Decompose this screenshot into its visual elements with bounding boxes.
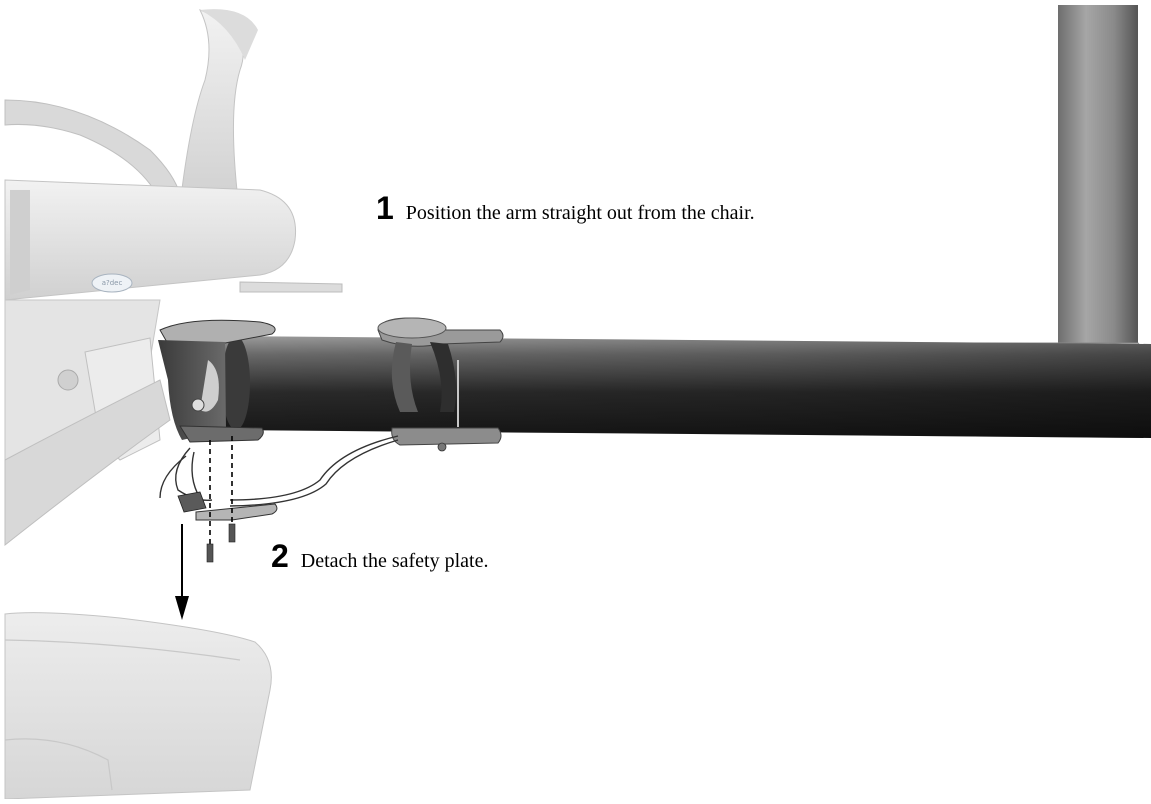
step-2-number: 2 bbox=[271, 538, 289, 574]
arm-tube bbox=[222, 336, 1151, 438]
down-arrow-icon bbox=[175, 524, 189, 620]
screw-right bbox=[228, 523, 236, 543]
foot-rest bbox=[4, 612, 272, 800]
arm-clamp bbox=[377, 317, 504, 452]
step-1-number: 1 bbox=[376, 190, 394, 226]
step-2: 2 Detach the safety plate. bbox=[271, 538, 488, 575]
step-1: 1 Position the arm straight out from the… bbox=[376, 190, 755, 227]
screw-left bbox=[206, 543, 214, 563]
vertical-post bbox=[958, 5, 1151, 359]
logo-text: a?dec bbox=[102, 279, 123, 287]
step-2-text: Detach the safety plate. bbox=[300, 550, 489, 572]
chair-logo: a?dec bbox=[91, 273, 133, 293]
screw-guides bbox=[206, 436, 236, 563]
mounting-bracket bbox=[158, 319, 276, 443]
chair-body bbox=[4, 9, 343, 547]
safety-plate bbox=[177, 491, 278, 521]
cable-harness bbox=[159, 435, 399, 507]
step-1-text: Position the arm straight out from the c… bbox=[405, 202, 755, 224]
